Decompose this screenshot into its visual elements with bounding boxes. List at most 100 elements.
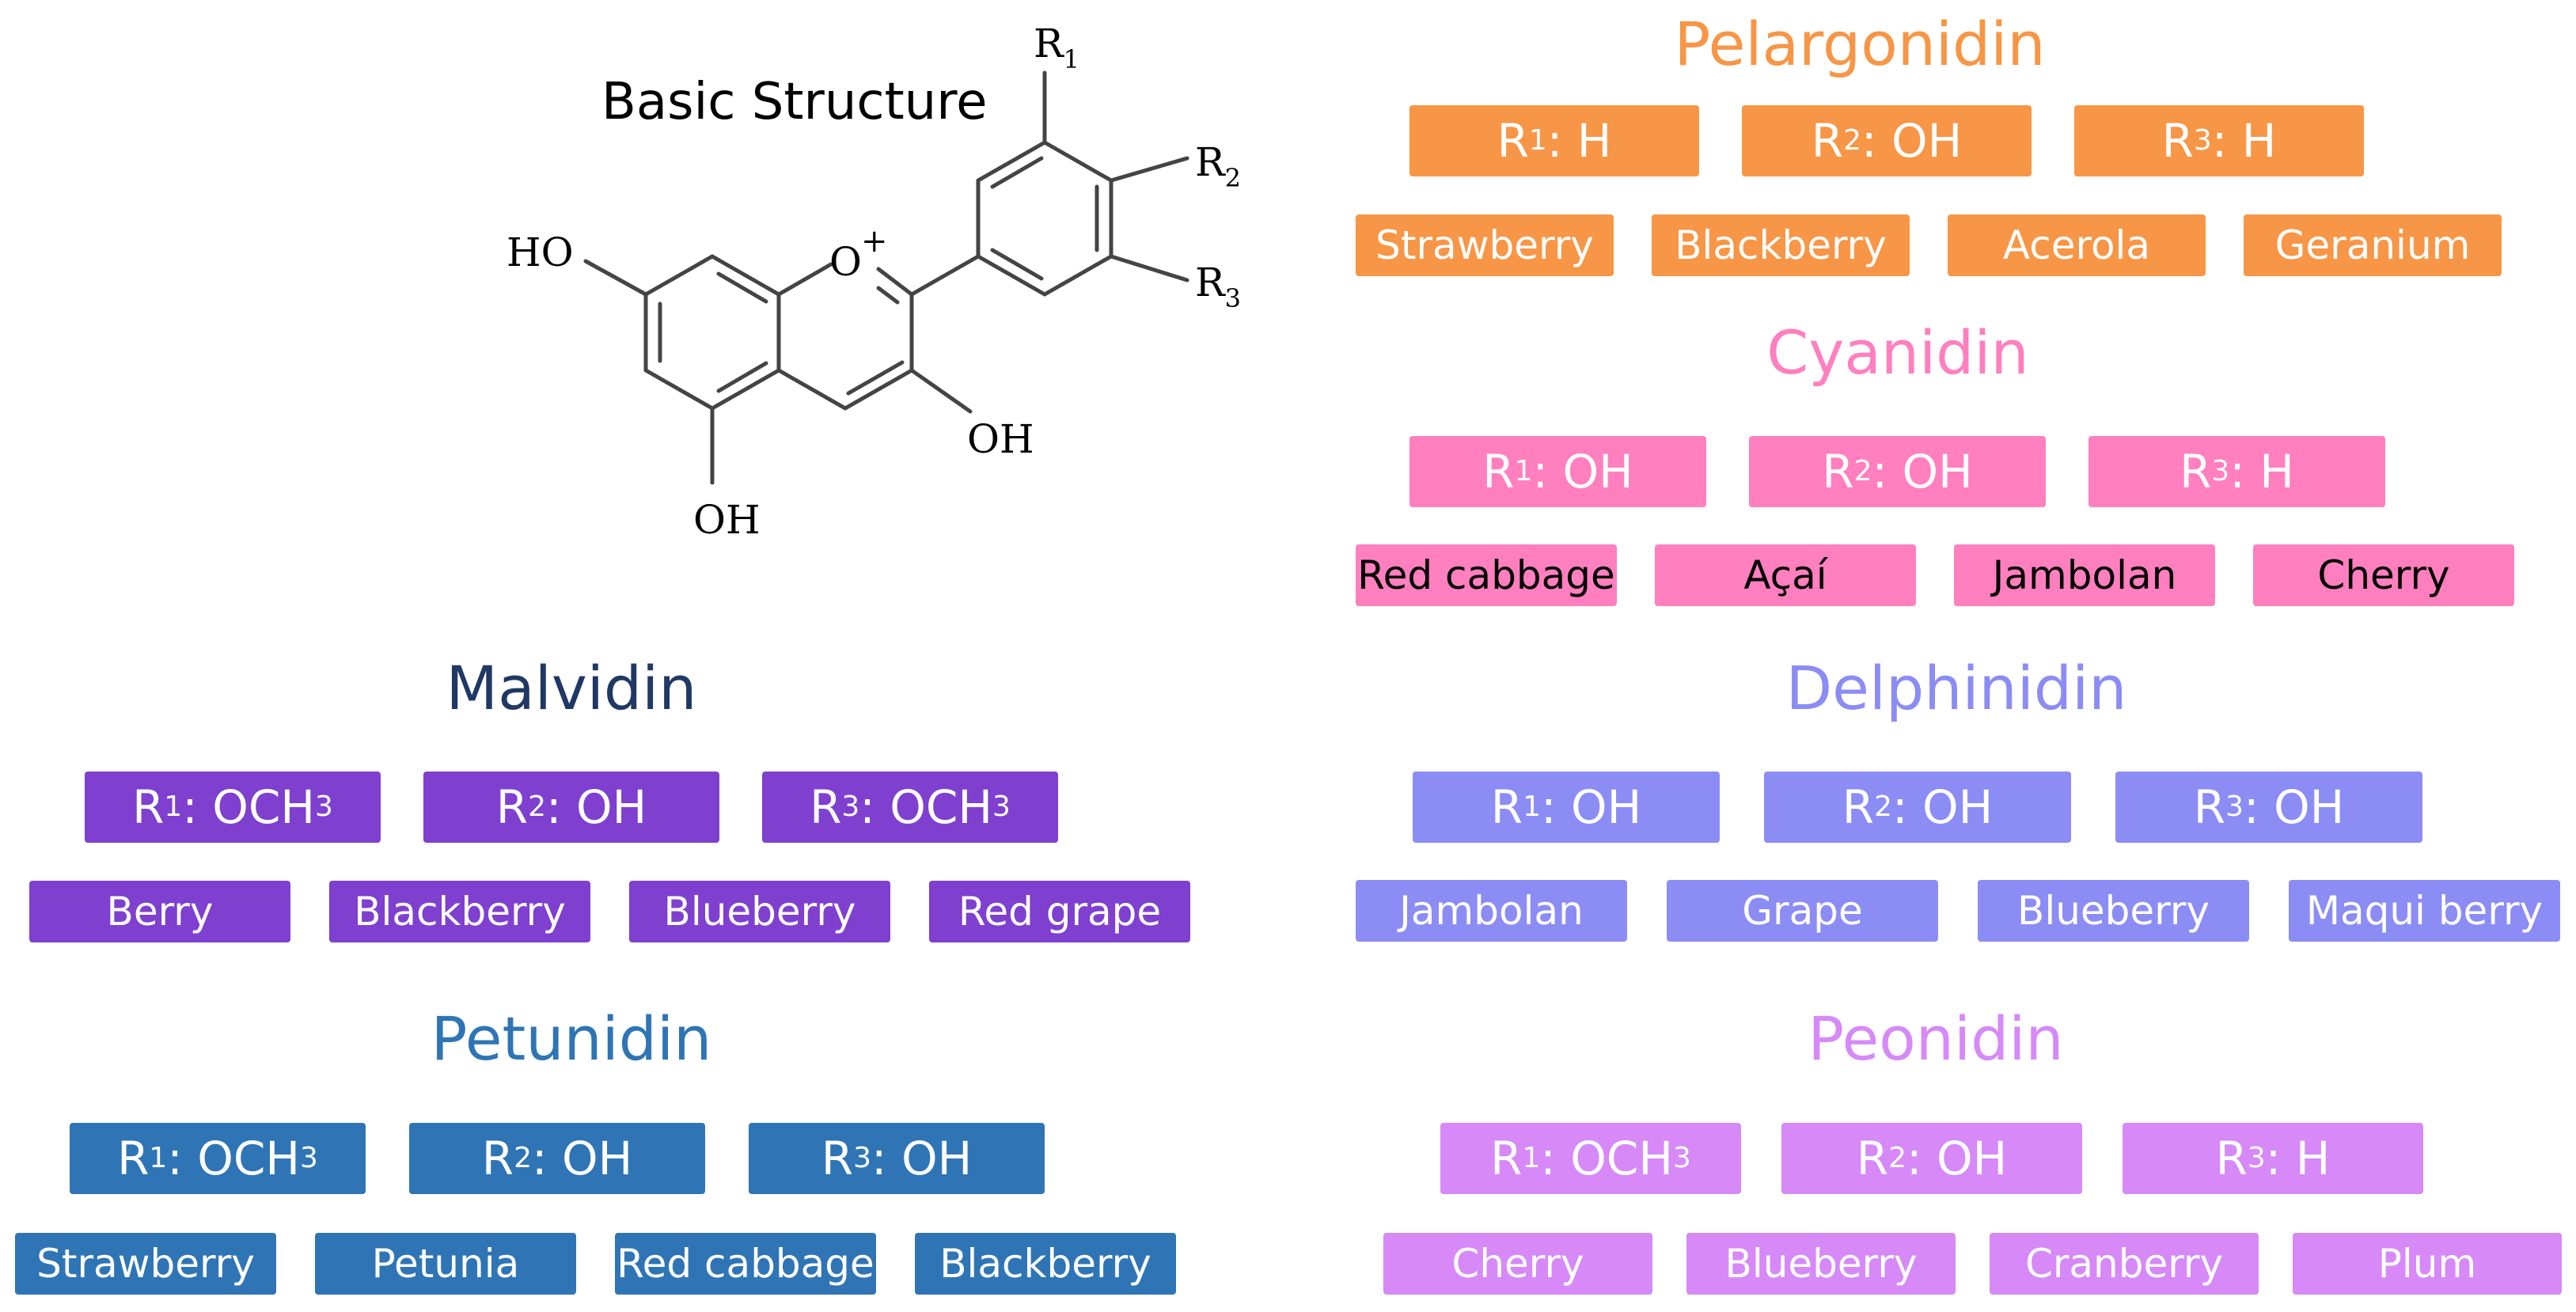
oh-label-5: OH xyxy=(693,497,761,543)
petunidin-source-1: Strawberry xyxy=(15,1233,276,1295)
bond xyxy=(909,368,973,414)
substituent-symbol: R xyxy=(1497,114,1529,168)
bond xyxy=(643,254,715,297)
malvidin-title: Malvidin xyxy=(446,653,697,723)
bond xyxy=(1042,254,1113,297)
bond xyxy=(710,254,781,297)
bond xyxy=(1109,254,1189,282)
substituent-symbol: R xyxy=(1482,445,1515,499)
substituent-value: : OH xyxy=(1872,445,1973,499)
bond xyxy=(909,254,981,297)
substituent-value: : OCH xyxy=(859,780,993,834)
substituent-symbol: R xyxy=(495,780,529,834)
basic-structure-label: Basic Structure xyxy=(601,73,988,131)
anthocyanidin-structure: R1 R2 R3 HO O + OH OH xyxy=(506,21,1241,543)
bond xyxy=(846,360,905,396)
substituent-symbol: R xyxy=(1811,114,1844,168)
cyanidin-source-1: Red cabbage xyxy=(1356,544,1617,606)
substituent-value: : OH xyxy=(2243,780,2345,834)
substituent-symbol: R xyxy=(2215,1132,2248,1185)
bond xyxy=(643,368,715,411)
substituent-symbol: R xyxy=(1856,1132,1889,1185)
oxygen-label: O xyxy=(829,239,862,285)
substituent-symbol: R xyxy=(1490,1132,1523,1185)
bond xyxy=(1042,140,1113,183)
peonidin-source-3: Cranberry xyxy=(1990,1233,2259,1295)
substituent-value: : OCH xyxy=(182,780,316,834)
bond xyxy=(990,156,1044,189)
cyanidin-title: Cyanidin xyxy=(1766,317,2029,388)
bond xyxy=(976,254,1047,297)
bond xyxy=(710,368,781,411)
peonidin-source-1: Cherry xyxy=(1383,1233,1652,1295)
substituent-value: : H xyxy=(2211,114,2277,168)
r2-label: R2 xyxy=(1195,139,1241,193)
petunidin-source-4: Blackberry xyxy=(915,1233,1176,1295)
pelargonidin-title: Pelargonidin xyxy=(1674,9,2046,79)
cyanidin-source-4: Cherry xyxy=(2253,544,2514,606)
positive-charge-label: + xyxy=(861,223,888,260)
cyanidin-source-3: Jambolan xyxy=(1954,544,2215,606)
bond xyxy=(716,271,768,304)
substituent-symbol: R xyxy=(810,780,842,834)
peonidin-source-4: Plum xyxy=(2293,1233,2562,1295)
peonidin-title: Peonidin xyxy=(1808,1003,2064,1074)
substituent-value: : H xyxy=(1546,114,1612,168)
substituent-symbol: R xyxy=(2180,445,2212,499)
bond xyxy=(716,361,768,393)
substituent-value: : OH xyxy=(1906,1132,2008,1185)
substituent-symbol: R xyxy=(821,1132,854,1185)
bond xyxy=(990,248,1044,281)
bond xyxy=(776,368,848,411)
malvidin-source-3: Blueberry xyxy=(629,881,890,942)
substituent-symbol: R xyxy=(1490,780,1523,834)
substituent-value: : OH xyxy=(1540,780,1642,834)
delphinidin-source-1: Jambolan xyxy=(1356,880,1627,942)
ho-label: HO xyxy=(506,229,574,275)
cyanidin-source-2: Açaí xyxy=(1655,544,1916,606)
bond xyxy=(583,259,648,297)
substituent-symbol: R xyxy=(132,780,165,834)
bond xyxy=(776,262,833,297)
substituent-value: : OH xyxy=(545,780,647,834)
substituent-value: : OH xyxy=(871,1132,973,1185)
peonidin-source-2: Blueberry xyxy=(1686,1233,1956,1295)
pelargonidin-source-1: Strawberry xyxy=(1356,214,1614,276)
delphinidin-source-3: Blueberry xyxy=(1978,880,2249,942)
malvidin-source-2: Blackberry xyxy=(329,881,590,942)
substituent-symbol: R xyxy=(481,1132,514,1185)
substituent-value: : OH xyxy=(531,1132,633,1185)
malvidin-source-4: Red grape xyxy=(929,881,1190,942)
pelargonidin-source-3: Acerola xyxy=(1948,214,2206,276)
bond xyxy=(976,140,1047,183)
substituent-symbol: R xyxy=(1822,445,1854,499)
bond xyxy=(876,267,914,297)
malvidin-source-1: Berry xyxy=(29,881,290,942)
substituent-value: : H xyxy=(2229,445,2294,499)
substituent-symbol: R xyxy=(2161,114,2194,168)
bond xyxy=(1109,156,1189,183)
bond xyxy=(843,368,914,411)
substituent-symbol: R xyxy=(117,1132,150,1185)
substituent-value: : OH xyxy=(1891,780,1994,834)
delphinidin-title: Delphinidin xyxy=(1785,653,2127,723)
petunidin-source-2: Petunia xyxy=(315,1233,576,1295)
pelargonidin-source-2: Blackberry xyxy=(1652,214,1910,276)
substituent-symbol: R xyxy=(2193,780,2226,834)
